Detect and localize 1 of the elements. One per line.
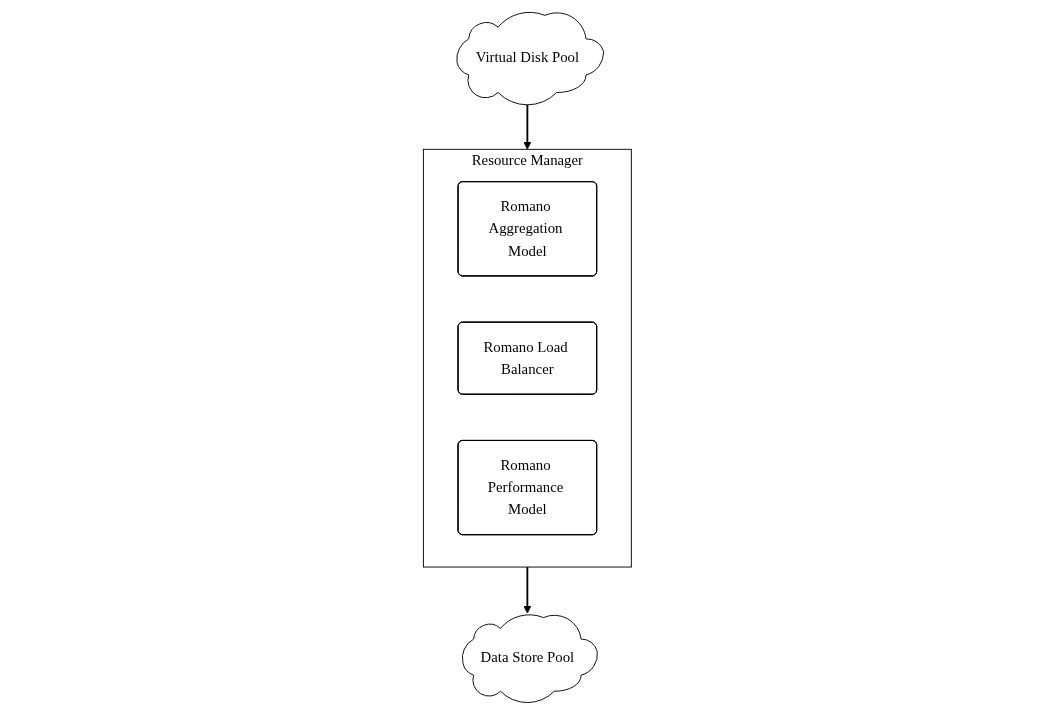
arrow — [523, 566, 532, 614]
